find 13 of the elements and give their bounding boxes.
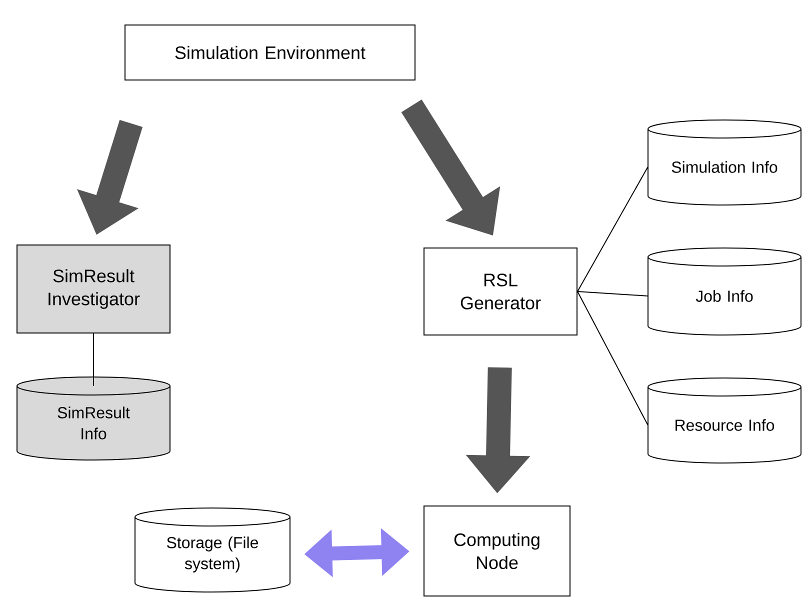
process-box: Simulation Environment	[124, 24, 416, 80]
connector-line	[93, 333, 94, 386]
database-cylinder: Resource Info	[648, 378, 802, 464]
database-cylinder: Storage (File system)	[134, 508, 290, 592]
connector-line	[577, 166, 648, 292]
connector-line	[577, 291, 648, 296]
process-box: Computing Node	[424, 506, 570, 596]
database-cylinder: SimResult Info	[16, 376, 170, 460]
database-cylinder: Simulation Info	[648, 120, 802, 206]
database-cylinder: Job Info	[648, 248, 802, 336]
process-box: RSL Generator	[424, 248, 578, 336]
connector-line	[577, 291, 648, 426]
process-box: SimResult Investigator	[16, 244, 170, 334]
